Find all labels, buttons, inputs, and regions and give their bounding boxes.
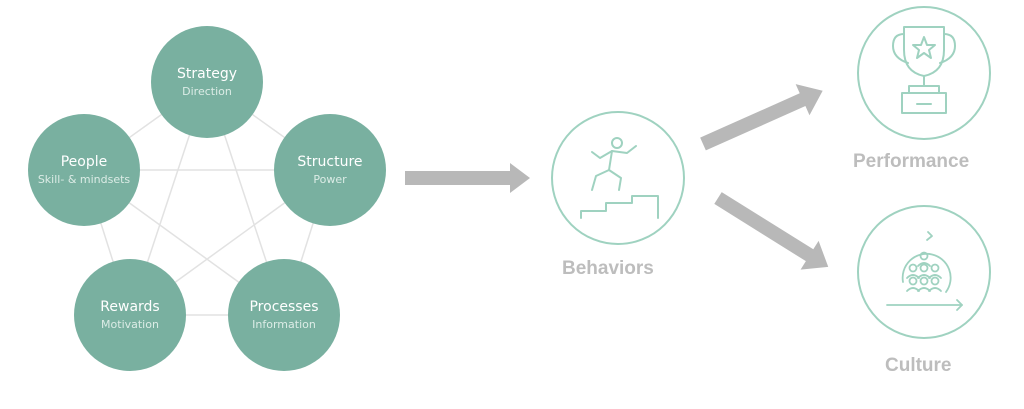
node-people: People Skill- & mindsets [28,114,140,226]
node-subtitle: Direction [182,85,232,98]
performance-label: Performance [853,151,970,172]
node-subtitle: Skill- & mindsets [37,173,131,186]
team-cycle-icon [886,231,963,311]
node-rewards: Rewards Motivation [74,259,186,371]
behaviors-label: Behaviors [562,258,654,279]
node-subtitle: Information [252,318,316,331]
person-climbing-stairs-icon [580,137,659,219]
arrow-to-culture [714,192,829,270]
node-title: Processes [249,299,319,315]
trophy-icon [892,26,956,114]
node-strategy: Strategy Direction [151,26,263,138]
arrow-to-behaviors [405,163,530,193]
node-title: People [60,154,108,170]
node-title: Strategy [177,66,237,82]
node-processes: Processes Information [228,259,340,371]
node-title: Structure [297,154,363,170]
node-title: Rewards [100,299,160,315]
node-structure: Structure Power [274,114,386,226]
node-subtitle: Power [313,173,347,186]
arrow-to-performance [700,84,823,151]
culture-label: Culture [885,355,952,376]
node-subtitle: Motivation [101,318,159,331]
